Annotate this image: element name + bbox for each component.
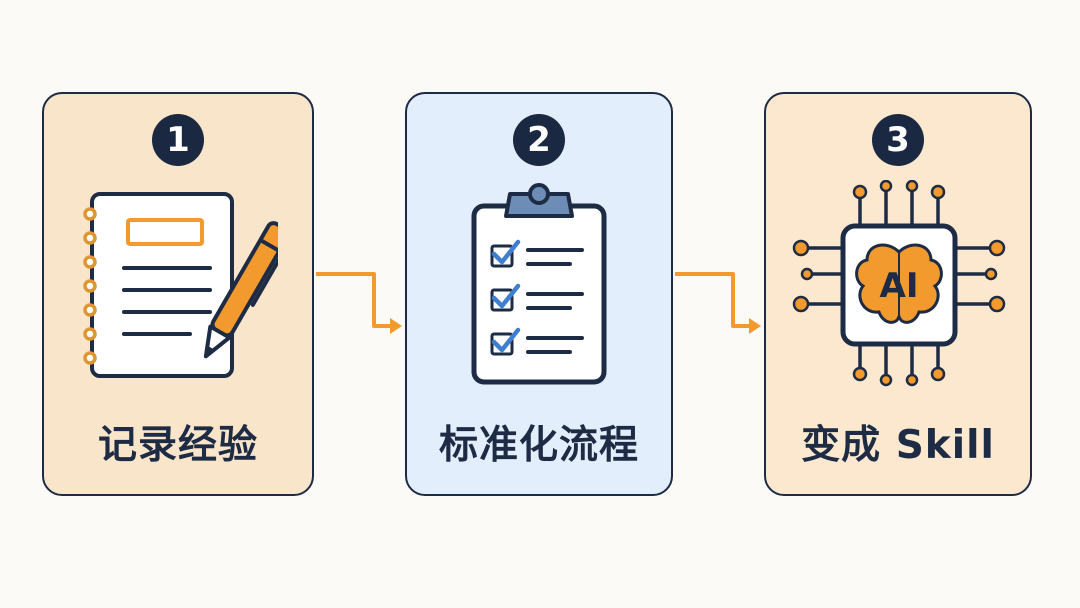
step-label-3: 变成 Skill (801, 423, 995, 468)
step-card-2: 2 (405, 92, 673, 496)
arrow-connector-1-icon (316, 272, 402, 334)
step-card-3: 3 (764, 92, 1032, 496)
ai-chip-brain-icon: AI (792, 180, 1006, 387)
ai-chip-text: AI (880, 266, 919, 306)
step-number-badge-1: 1 (152, 114, 204, 166)
clipboard-checklist-icon (471, 183, 607, 385)
step-card-1: 1 (42, 92, 314, 496)
notebook-pen-icon (83, 192, 278, 378)
step-label-2: 标准化流程 (438, 423, 639, 468)
arrow-connector-2-icon (675, 272, 761, 334)
step-number-badge-2: 2 (513, 114, 565, 166)
step-number-badge-3: 3 (872, 114, 924, 166)
step-label-1: 记录经验 (97, 423, 258, 468)
